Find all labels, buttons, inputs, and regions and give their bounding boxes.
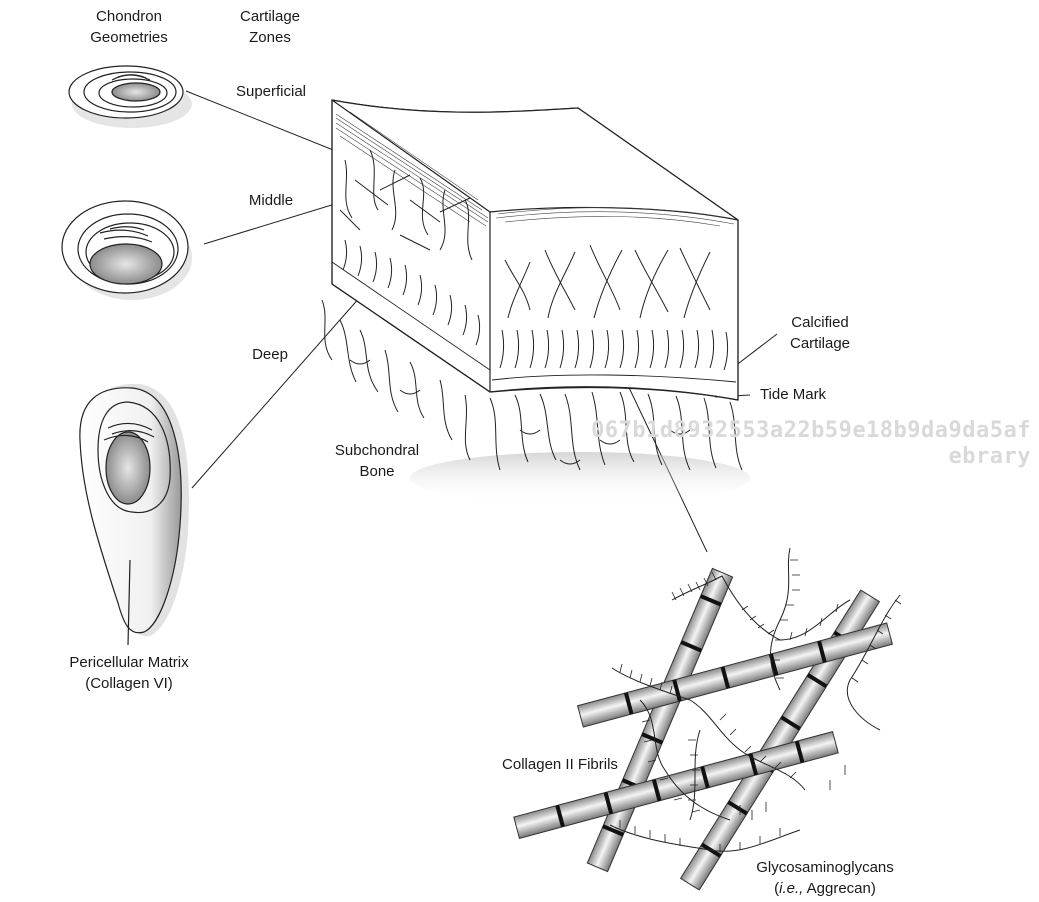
label-calcified-cartilage: Calcified Cartilage bbox=[776, 312, 864, 354]
label-collagen-fibrils: Collagen II Fibrils bbox=[490, 754, 630, 775]
header-chondron-geometries: Chondron Geometries bbox=[72, 6, 186, 48]
chondron-middle bbox=[62, 201, 192, 300]
zone-label-middle: Middle bbox=[236, 190, 306, 211]
label-subchondral-bone: Subchondral Bone bbox=[322, 440, 432, 482]
collagen-fibrils bbox=[514, 568, 893, 890]
ebrary-watermark: 067b1d8932553a22b59e18b9da9da5af ebrary bbox=[591, 418, 1031, 470]
header-chondron-line2: Geometries bbox=[72, 27, 186, 48]
gag-line2-rest: Aggrecan bbox=[807, 880, 871, 897]
header-cartilage-zones: Cartilage Zones bbox=[220, 6, 320, 48]
header-chondron-line1: Chondron bbox=[72, 6, 186, 27]
calcified-line2: Cartilage bbox=[776, 333, 864, 354]
chondron-deep bbox=[80, 384, 189, 645]
label-pericellular-matrix: Pericellular Matrix (Collagen VI) bbox=[54, 652, 204, 694]
pericellular-line2: (Collagen VI) bbox=[54, 673, 204, 694]
pericellular-line1: Pericellular Matrix bbox=[54, 652, 204, 673]
chondron-superficial bbox=[69, 66, 192, 128]
calcified-line1: Calcified bbox=[776, 312, 864, 333]
label-tide-mark: Tide Mark bbox=[750, 384, 836, 405]
gag-line2: (i.e., Aggrecan) bbox=[740, 878, 910, 899]
gag-line1: Glycosaminoglycans bbox=[740, 857, 910, 878]
subchondral-line1: Subchondral bbox=[322, 440, 432, 461]
header-zones-line1: Cartilage bbox=[220, 6, 320, 27]
subchondral-line2: Bone bbox=[322, 461, 432, 482]
header-zones-line2: Zones bbox=[220, 27, 320, 48]
watermark-line2: ebrary bbox=[591, 444, 1031, 470]
label-glycosaminoglycans: Glycosaminoglycans (i.e., Aggrecan) bbox=[740, 857, 910, 899]
zone-label-deep: Deep bbox=[240, 344, 300, 365]
zone-label-superficial: Superficial bbox=[226, 81, 316, 102]
gag-line2-italic: i.e., bbox=[779, 880, 803, 897]
watermark-line1: 067b1d8932553a22b59e18b9da9da5af bbox=[591, 418, 1031, 444]
